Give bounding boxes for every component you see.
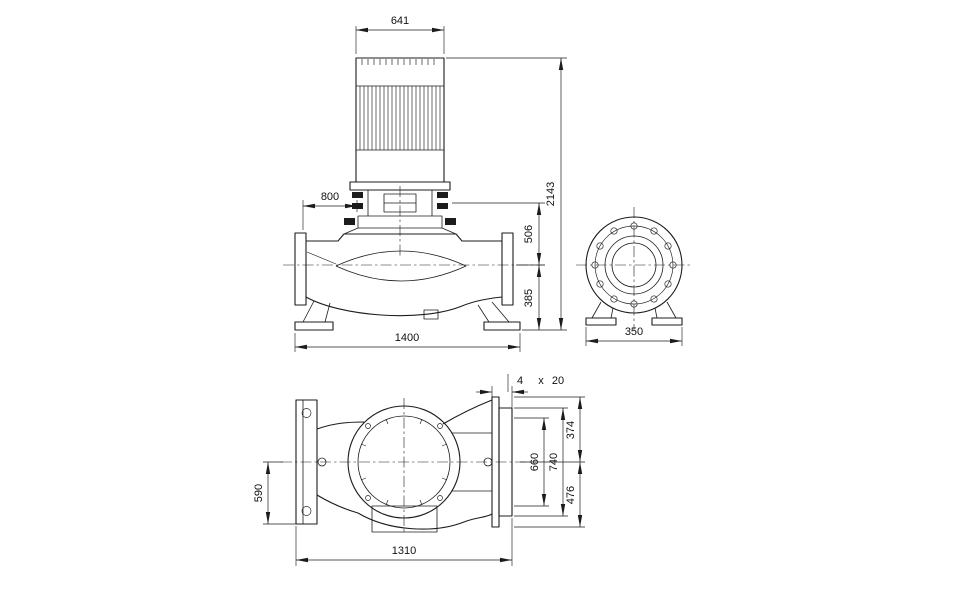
dim-foot-width: 350: [585, 326, 683, 346]
holes-dia-label: 20: [552, 375, 564, 387]
dim-centerline-to-left-bottom: 590: [253, 461, 296, 525]
dim-label-506: 506: [523, 225, 535, 243]
dim-overall-length: 1400: [294, 332, 521, 352]
dim-label-350: 350: [625, 326, 643, 338]
bolt-icon: [344, 218, 355, 225]
base-pad: [371, 505, 438, 533]
dim-label-1400: 1400: [395, 332, 419, 344]
end-centerlines: [576, 207, 692, 330]
dim-centerline-to-base: 385: [523, 265, 542, 330]
dim-label-800: 800: [321, 191, 339, 203]
dim-top-overall-length: 1310: [295, 518, 513, 566]
pump-casing: [294, 232, 521, 331]
dim-centerline-to-flange-bottom: 476: [514, 462, 585, 528]
side-centerlines: [283, 186, 545, 266]
dim-label-1310: 1310: [392, 545, 416, 557]
holes-times-label: x: [538, 375, 544, 387]
dim-label-641: 641: [391, 15, 409, 27]
bolt-icon: [437, 192, 448, 198]
bolt-icon: [437, 203, 448, 209]
dim-holes-note: 4 x 20: [476, 374, 564, 408]
bolt-icon: [445, 218, 456, 225]
dim-label-476: 476: [565, 486, 577, 504]
flange-slot-ticks: [360, 418, 448, 506]
holes-count-label: 4: [517, 375, 523, 387]
bolt-icon: [352, 192, 363, 198]
bolt-icon: [352, 203, 363, 209]
foot-right: [483, 321, 521, 331]
dim-flange-to-centerline: 506: [452, 202, 545, 266]
dim-label-2143: 2143: [545, 182, 557, 206]
drain-plug: [423, 309, 439, 320]
dim-stool-width: 800: [302, 191, 358, 230]
motor: [349, 57, 451, 191]
top-volute: [316, 399, 493, 533]
suction-flange: [294, 232, 307, 306]
tap-hole: [317, 457, 327, 467]
dim-overall-height: 2143: [446, 57, 567, 331]
casing-seam: [335, 250, 467, 282]
foot-left: [294, 321, 334, 331]
discharge-flange: [501, 232, 514, 306]
side-view: 641 800 2143 506 385 140: [283, 15, 567, 352]
top-centerlines: [281, 398, 536, 534]
dim-label-374: 374: [565, 421, 577, 439]
top-flange-left: [295, 399, 318, 525]
dim-centerline-to-flange-top: 374: [514, 396, 585, 463]
top-view: 4 x 20 660 740 374 476: [253, 374, 585, 566]
dim-motor-width: 641: [355, 15, 445, 54]
dim-label-385: 385: [523, 289, 535, 307]
end-flange: [585, 216, 683, 314]
top-flange-right: [491, 396, 513, 528]
end-feet: [585, 301, 683, 326]
end-view: 350: [576, 207, 692, 346]
flange-bolt-holes: [591, 222, 677, 308]
dim-label-590: 590: [253, 484, 265, 502]
